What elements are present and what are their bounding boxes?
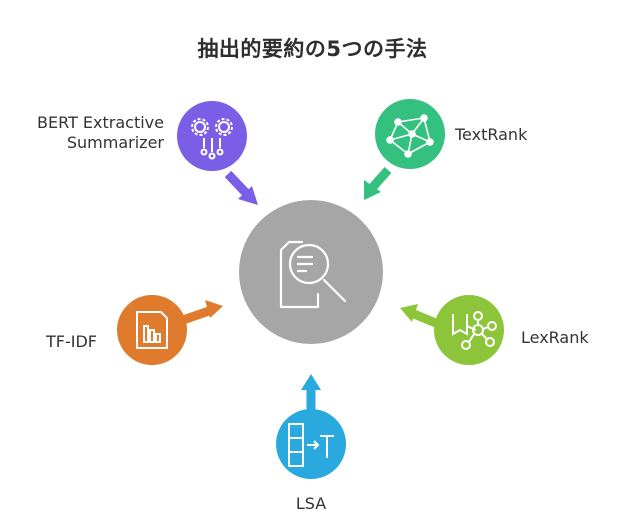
node-textrank bbox=[375, 99, 445, 169]
arrow-bert bbox=[224, 170, 258, 205]
arrow-lsa bbox=[301, 374, 321, 414]
arrow-tfidf bbox=[181, 300, 223, 325]
arrow-lexrank bbox=[400, 304, 440, 329]
label-lexrank: LexRank bbox=[521, 328, 589, 347]
node-lsa bbox=[276, 409, 346, 479]
gears-nodes-icon bbox=[191, 118, 233, 160]
bar-chart-document-icon bbox=[136, 311, 168, 349]
node-lexrank bbox=[434, 295, 504, 365]
label-bert-line1: BERT Extractive bbox=[37, 113, 164, 132]
label-textrank: TextRank bbox=[455, 125, 528, 144]
book-network-icon bbox=[452, 311, 497, 350]
node-tfidf bbox=[117, 295, 187, 365]
matrix-arrow-t-icon bbox=[288, 423, 334, 467]
document-search-icon bbox=[279, 240, 347, 309]
arrow-textrank bbox=[364, 167, 392, 200]
label-lsa: LSA bbox=[295, 494, 327, 513]
label-bert-line2: Summarizer bbox=[66, 133, 164, 152]
node-bert bbox=[177, 101, 247, 171]
diagram-title: 抽出的要約の5つの手法 bbox=[197, 37, 428, 61]
network-graph-icon bbox=[386, 114, 434, 158]
label-tfidf: TF-IDF bbox=[46, 332, 97, 351]
center-node bbox=[239, 200, 383, 344]
label-bert: BERT Extractive Summarizer bbox=[37, 113, 164, 153]
